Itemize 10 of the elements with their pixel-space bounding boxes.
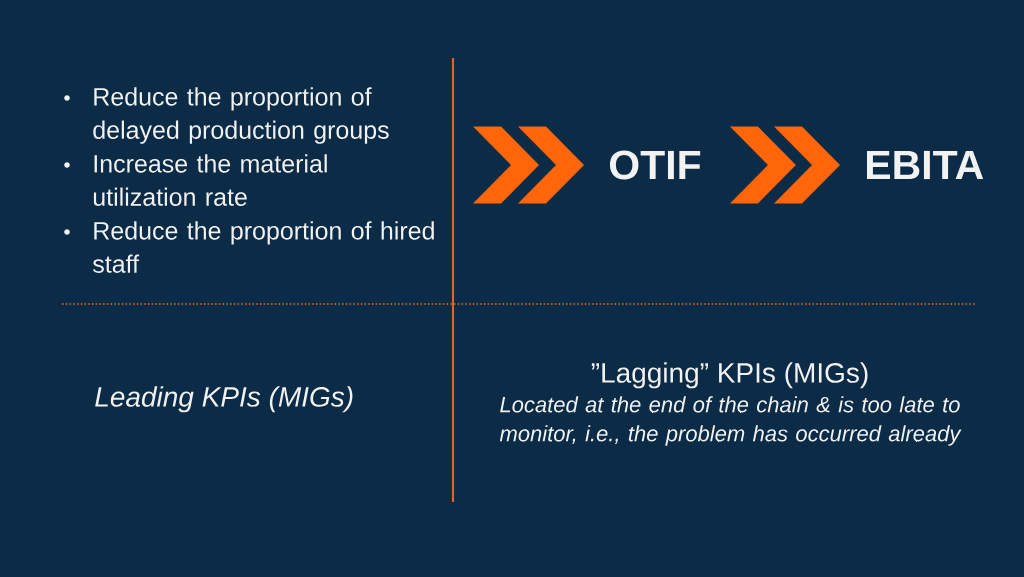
bullet-text: Reduce the proportion of hired staff: [92, 221, 434, 273]
chevron-arrow: [473, 126, 584, 204]
chevron-arrow: [729, 126, 840, 204]
caption-text: Leading KPIs (MIGs): [95, 386, 353, 413]
metric-label: EBITA: [867, 150, 984, 180]
bullet-text: Increase the material utilization rate: [93, 154, 327, 206]
bullet-text: Reduce the proportion of delayed production groups: [93, 87, 389, 144]
caption-text: Located at the end of the chain & is too late to monitor, i.e., the problem has occurred already: [499, 396, 962, 446]
caption-title: ”Lagging” KPIs (MIGs): [591, 362, 868, 389]
metric-label: OTIF: [609, 150, 701, 180]
